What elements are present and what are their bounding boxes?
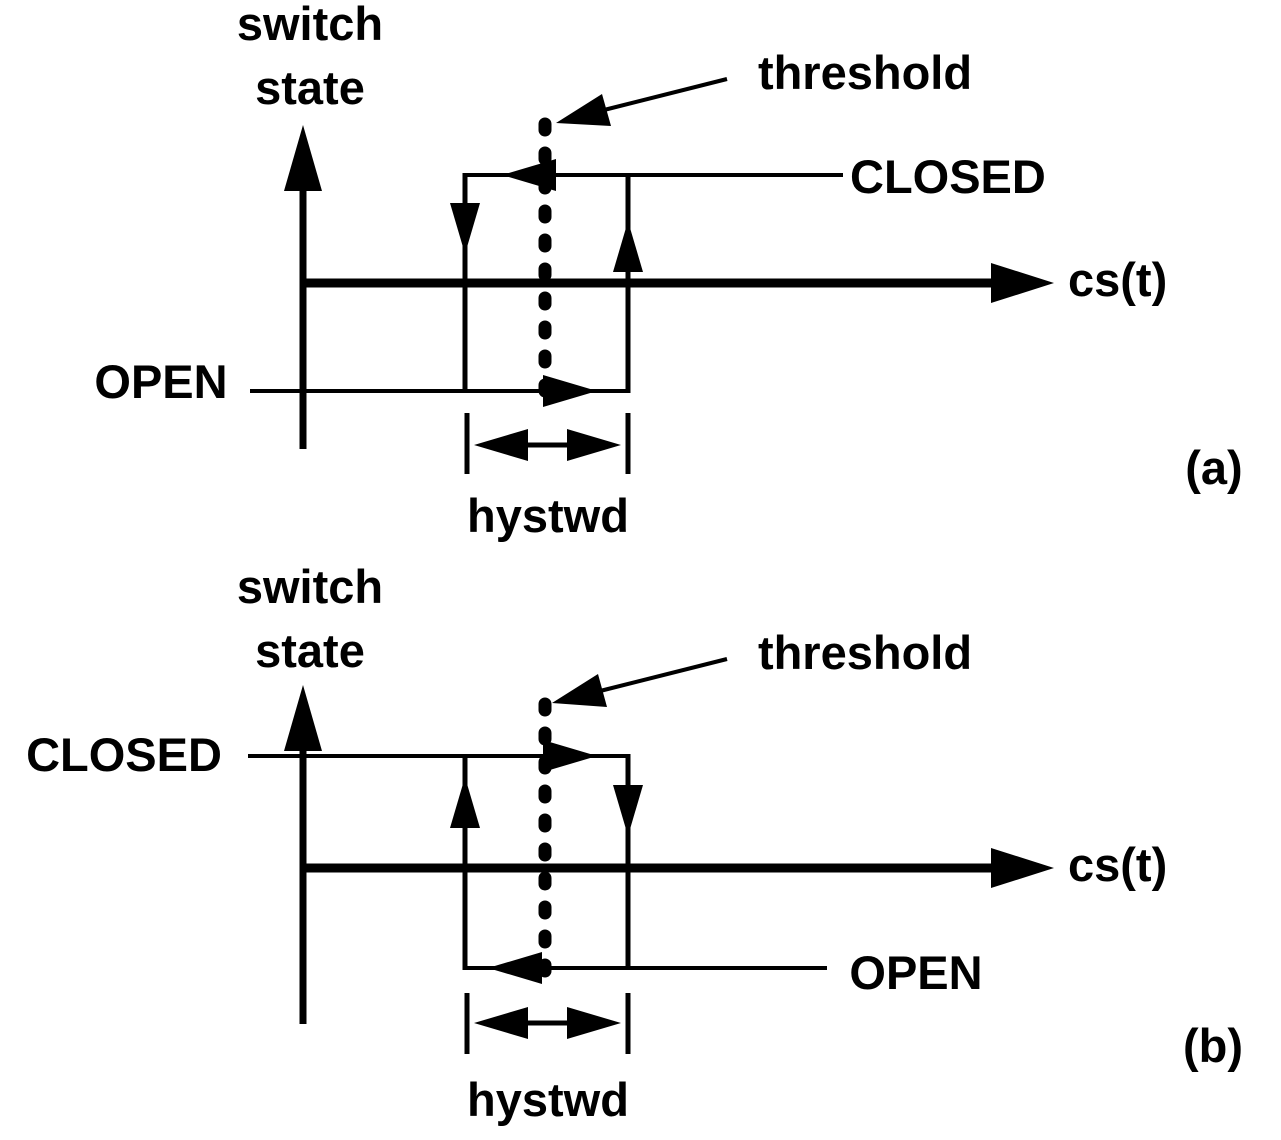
panel-b-threshold-pointer-arrowhead-icon (552, 674, 607, 707)
panel-b-hystwd-left-arrowhead-icon (474, 1007, 528, 1039)
panel-b-y-axis-title-line2: state (255, 624, 365, 677)
panel-a-threshold-pointer-arrowhead-icon (556, 94, 611, 126)
panel-b-bottom-left-arrowhead-icon (488, 952, 542, 984)
panel-b-right-down-arrowhead-icon (613, 785, 643, 836)
panel-a-right-up-arrowhead-icon (613, 221, 643, 272)
panel-a-y-axis-title-line2: state (255, 61, 365, 114)
panel-b: switch state threshold CLOSED cs(t) OPEN… (26, 560, 1243, 1126)
panel-a-threshold-pointer-line (599, 77, 728, 113)
panel-a-bottom-right-arrowhead-icon (543, 375, 597, 407)
panel-a-hystwd-left-arrowhead-icon (474, 429, 528, 461)
panel-a-y-axis-arrowhead-icon (284, 125, 322, 191)
panel-b-threshold-pointer-line (599, 657, 728, 693)
panel-b-threshold-label: threshold (758, 626, 972, 679)
panel-b-caption: (b) (1183, 1019, 1243, 1072)
panel-a-closed-label: CLOSED (850, 150, 1046, 203)
panel-a-top-left-arrowhead-icon (502, 159, 556, 191)
panel-b-y-axis-arrowhead-icon (284, 685, 322, 751)
panel-b-left-up-arrowhead-icon (450, 777, 480, 828)
panel-a-open-label: OPEN (94, 355, 227, 408)
panel-a-threshold-label: threshold (758, 46, 972, 99)
panel-a-x-axis-label: cs(t) (1068, 253, 1167, 306)
panel-a-y-axis-title-line1: switch (237, 0, 383, 50)
panel-b-closed-label: CLOSED (26, 728, 222, 781)
panel-b-y-axis-title-line1: switch (237, 560, 383, 613)
panel-b-open-label: OPEN (849, 946, 982, 999)
panel-b-top-right-arrowhead-icon (543, 740, 597, 772)
panel-a-hystwd-right-arrowhead-icon (567, 429, 621, 461)
panel-a-x-axis-arrowhead-icon (991, 263, 1054, 303)
panel-a-caption: (a) (1185, 441, 1242, 494)
panel-b-x-axis-arrowhead-icon (991, 848, 1054, 888)
panel-a-left-down-arrowhead-icon (450, 203, 480, 254)
panel-b-hystwd-right-arrowhead-icon (567, 1007, 621, 1039)
panel-b-hystwd-label: hystwd (467, 1073, 629, 1126)
panel-a-hystwd-label: hystwd (467, 489, 629, 542)
panel-a: switch state threshold CLOSED cs(t) OPEN… (94, 0, 1242, 542)
panel-b-x-axis-label: cs(t) (1068, 838, 1167, 891)
